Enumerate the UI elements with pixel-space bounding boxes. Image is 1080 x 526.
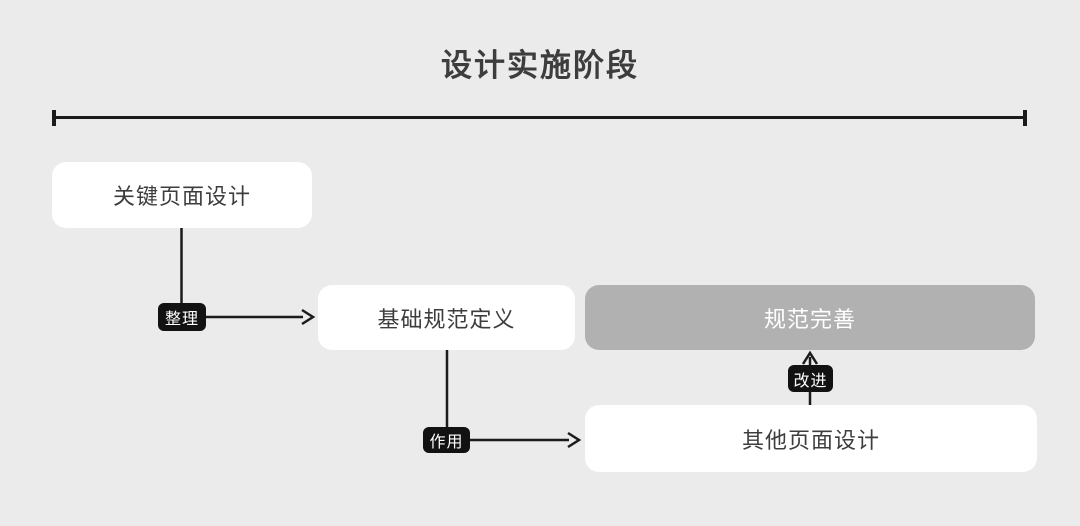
node-key-page-design: 关键页面设计 (52, 162, 312, 228)
arrowhead-apply (567, 431, 582, 449)
node-spec-improvement: 规范完善 (585, 285, 1035, 350)
edge-label-apply: 作用 (423, 427, 470, 453)
edge-label-text: 作用 (429, 434, 464, 451)
node-other-page-design: 其他页面设计 (585, 405, 1037, 472)
node-label: 规范完善 (763, 306, 856, 332)
timeline-rule (52, 116, 1027, 119)
edge-label-text: 整理 (164, 311, 199, 328)
node-label: 其他页面设计 (741, 427, 880, 453)
arrowhead-organize (301, 308, 316, 326)
timeline-tick-left (52, 110, 56, 126)
timeline-tick-right (1023, 110, 1027, 126)
arrowhead-improve (801, 350, 819, 365)
node-label: 关键页面设计 (112, 184, 251, 209)
node-label: 基础规范定义 (377, 306, 516, 332)
edge-label-improve: 改进 (788, 365, 833, 392)
edge-label-organize: 整理 (158, 303, 206, 331)
page-title: 设计实施阶段 (441, 48, 639, 83)
node-base-spec-definition: 基础规范定义 (318, 285, 575, 350)
edge-label-text: 改进 (793, 372, 828, 390)
